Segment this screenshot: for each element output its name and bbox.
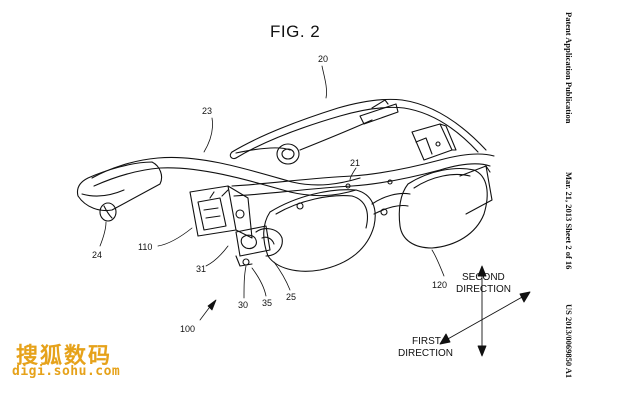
figure-title: FIG. 2 xyxy=(270,22,321,41)
display-module xyxy=(190,186,282,266)
frame-top-bar xyxy=(232,154,494,209)
ref-21: 21 xyxy=(350,158,360,168)
ref-100: 100 xyxy=(180,324,195,334)
second-direction-line2: DIRECTION xyxy=(456,284,511,295)
leader-lines xyxy=(100,66,444,320)
ref-31: 31 xyxy=(196,264,206,274)
first-direction-line1: FIRST xyxy=(412,336,441,347)
ref-35: 35 xyxy=(262,298,272,308)
ref-23: 23 xyxy=(202,106,212,116)
far-hinge-block xyxy=(412,124,456,160)
earbud-cable xyxy=(236,100,398,164)
nose-bridge xyxy=(372,193,410,215)
reference-numerals: 20 23 21 24 110 31 30 35 25 120 100 xyxy=(92,54,447,334)
ref-110: 110 xyxy=(138,242,152,252)
ref-25: 25 xyxy=(286,292,296,302)
second-direction-line1: SECOND xyxy=(462,272,505,283)
watermark-brand: 搜狐数码 xyxy=(16,343,113,368)
ref-30: 30 xyxy=(238,300,248,310)
near-lens xyxy=(264,190,375,272)
watermark-url: digi.sohu.com xyxy=(12,364,121,379)
direction-labels: SECOND DIRECTION FIRST DIRECTION xyxy=(398,272,511,359)
first-direction-line2: DIRECTION xyxy=(398,348,453,359)
ref-20: 20 xyxy=(318,54,328,64)
direction-arrows xyxy=(440,266,530,356)
ref-24: 24 xyxy=(92,250,102,260)
far-lens xyxy=(399,166,492,248)
near-ear-piece xyxy=(77,162,161,221)
near-temple-arm xyxy=(92,157,360,195)
ref-120: 120 xyxy=(432,280,447,290)
